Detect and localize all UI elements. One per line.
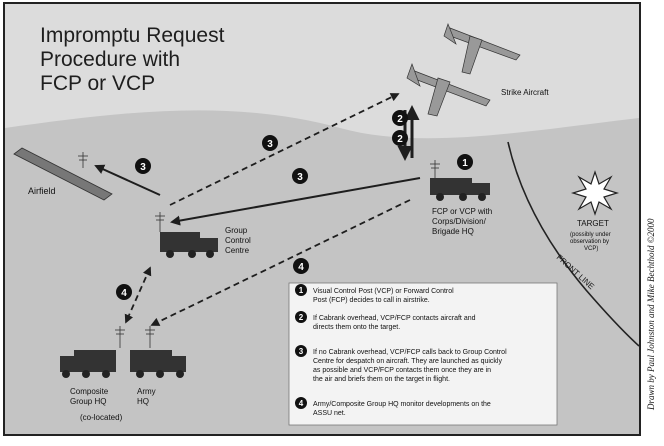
badge-step-4b-num: 4 [298,262,304,273]
badge-step-4a-num: 4 [121,288,127,299]
badge-step-4b: 4 [293,258,309,274]
title-line-1: Impromptu Request [40,24,225,47]
legend-step-2-num: 2 [299,313,304,322]
colocated-label: (co-located) [80,413,123,422]
army-label-1: Army [137,387,156,396]
airfield-label: Airfield [28,186,56,196]
target-note-2: observation by [570,239,609,245]
badge-step-3b: 3 [135,158,151,174]
composite-hq-truck-icon [60,326,125,378]
legend-step-3-line: Centre for despatch on aircraft. They ar… [313,358,502,365]
fcp-label-2: Corps/Division/ [432,217,487,226]
fcp-label-3: Brigade HQ [432,227,474,236]
airfield-runway [13,147,113,201]
legend-step-3-badge [295,345,307,357]
arrow-3-launch-dashed [169,93,400,206]
legend-step-3-line: If no Cabrank overhead, VCP/FCP calls ba… [313,349,507,356]
badge-step-2a-num: 2 [397,114,403,125]
gcc-truck-icon [155,212,218,258]
badge-step-3c: 3 [292,168,308,184]
composite-label-1: Composite [70,387,109,396]
legend-step-1-line: Post (FCP) decides to call in airstrike. [313,297,430,304]
badge-step-2a: 2 [392,110,408,126]
legend-step-4-line: Army/Composite Group HQ monitor developm… [313,401,491,408]
airfield-antenna-icon [78,152,88,168]
title-line-2: Procedure with [40,48,180,71]
army-hq-truck-icon [130,326,186,378]
composite-label-2: Group HQ [70,397,106,406]
legend-step-2-badge [295,311,307,323]
legend-step-3-line: the air and briefs them on the target in… [313,376,450,383]
gcc-label-1: Group [225,226,248,235]
badge-step-3a: 3 [262,135,278,151]
badge-step-1-num: 1 [462,158,468,169]
strike-aircraft-icon [406,22,521,117]
legend-step-4-badge [295,397,307,409]
legend-step-4-num: 4 [299,399,304,408]
arrow-3-gcc-to-airfield [94,164,161,196]
arrow-3-fcp-to-gcc [170,177,421,226]
legend-step-4-line: ASSU net. [313,410,346,417]
badge-step-2b-num: 2 [397,134,403,145]
legend-step-1-badge [295,284,307,296]
title-line-3: FCP or VCP [40,72,155,95]
badge-step-1: 1 [457,154,473,170]
badge-step-4a: 4 [116,284,132,300]
fcp-truck-icon [430,160,490,201]
badge-step-3b-num: 3 [140,162,146,173]
front-line [507,141,640,347]
army-label-2: HQ [137,397,149,406]
credit-text: Drawn by Paul Johnston and Mike Bechthol… [646,218,656,411]
legend-step-2-line: directs them onto the target. [313,324,400,331]
target-note-1: (possibly under [570,232,611,238]
legend-box [288,282,558,426]
arrow-4-fcp-to-hq-dashed [150,199,411,326]
gcc-label-3: Centre [225,246,250,255]
target-burst-icon [570,170,620,216]
target-note-3: VCP) [584,246,598,252]
badge-step-3c-num: 3 [297,172,303,183]
badge-step-2b: 2 [392,130,408,146]
legend-step-1-num: 1 [299,286,304,295]
legend-step-1-line: Visual Control Post (VCP) or Forward Con… [313,288,454,295]
target-label: TARGET [577,219,609,228]
gcc-label-2: Control [225,236,251,245]
legend-step-2-line: If Cabrank overhead, VCP/FCP contacts ai… [313,315,476,322]
badge-step-3a-num: 3 [267,139,273,150]
strike-aircraft-label: Strike Aircraft [501,88,549,97]
legend: 1 Visual Control Post (VCP) or Forward Co… [295,284,507,417]
legend-step-3-num: 3 [299,347,304,356]
fcp-label-1: FCP or VCP with [432,207,492,216]
legend-step-3-line: as possible and VCP/FCP contacts them on… [313,367,491,374]
